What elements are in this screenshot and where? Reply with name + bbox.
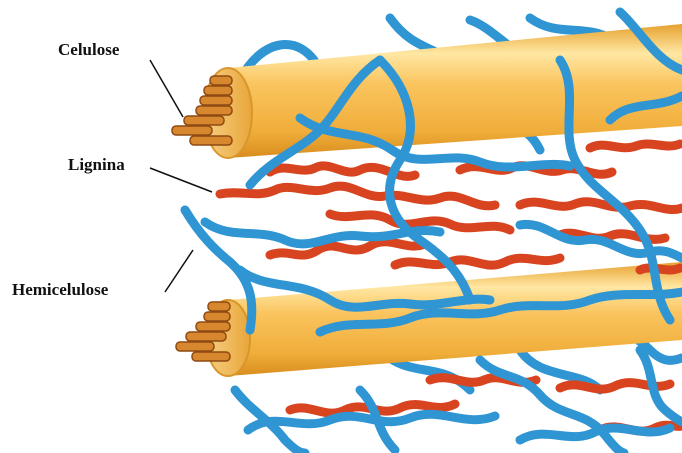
lignin-strand <box>590 144 680 148</box>
microfibril-bundle-lower <box>176 302 230 361</box>
label-cellulose-group: Celulose <box>58 40 183 117</box>
lignin-strand <box>220 186 495 206</box>
cellulose-rod-lower <box>206 262 682 376</box>
lignin-strand <box>395 258 560 265</box>
leader-line-hemicellulose <box>165 250 193 292</box>
label-lignin: Lignina <box>68 155 125 174</box>
leader-line-lignin <box>150 168 212 192</box>
lignin-strand <box>640 268 680 270</box>
lignin-strand <box>520 202 682 210</box>
label-lignin-group: Lignina <box>68 155 212 192</box>
label-hemicellulose-group: Hemicelulose <box>12 250 193 299</box>
leader-line-cellulose <box>150 60 183 117</box>
label-hemicellulose: Hemicelulose <box>12 280 109 299</box>
hemicellulose-strand <box>520 428 670 440</box>
label-cellulose: Celulose <box>58 40 120 59</box>
